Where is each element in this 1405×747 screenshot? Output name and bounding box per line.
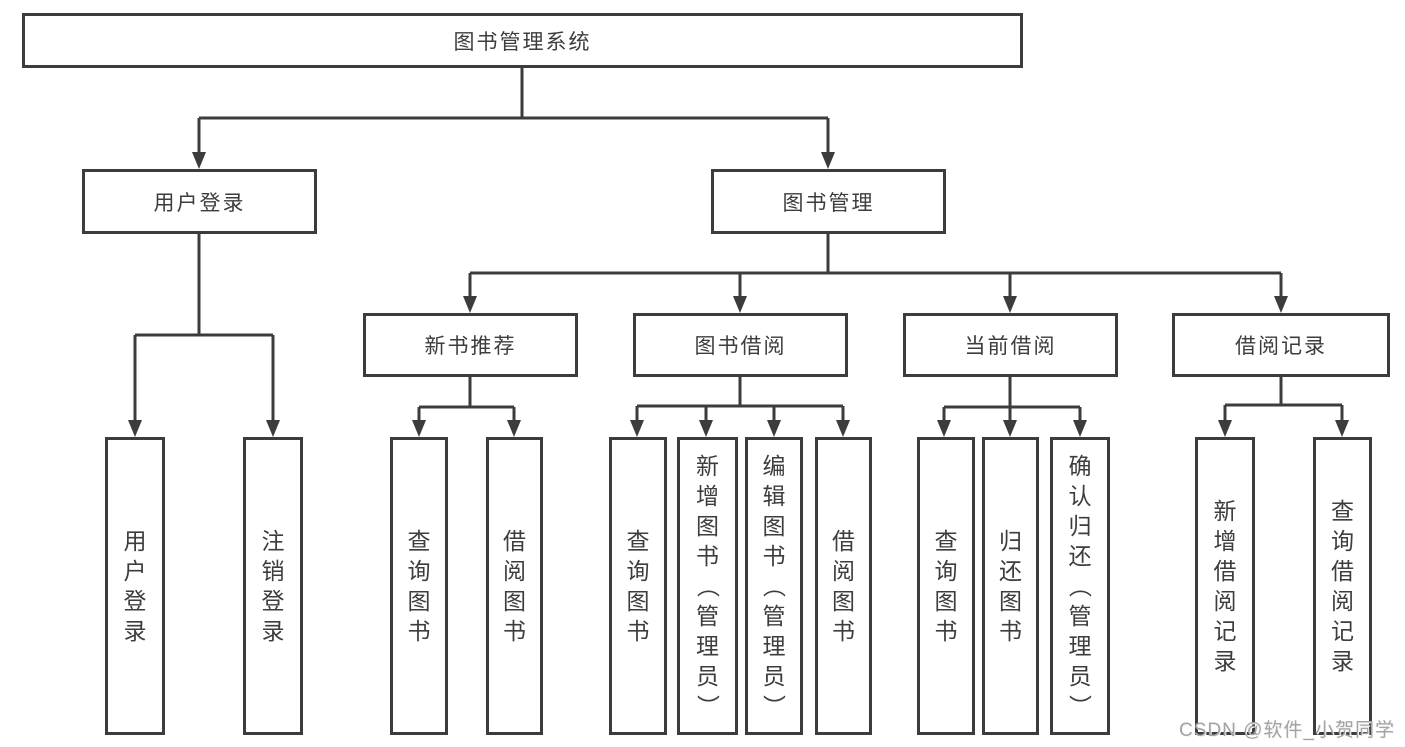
leaf-confirm-return-admin-label: 确认归还（管理员） [1067, 453, 1093, 718]
leaf-borrowing-query-books: 查询图书 [609, 437, 667, 735]
leaf-edit-books-admin-label: 编辑图书（管理员） [761, 453, 787, 718]
node-book-management-label: 图书管理 [782, 191, 875, 215]
node-book-management: 图书管理 [711, 169, 946, 234]
leaf-current-query-books-label: 查询图书 [934, 528, 958, 644]
node-new-book-recommend: 新书推荐 [363, 313, 578, 377]
leaf-add-borrow-record-label: 新增借阅记录 [1213, 498, 1237, 674]
leaf-current-query-books: 查询图书 [917, 437, 975, 735]
leaf-add-books-admin-label: 新增图书（管理员） [694, 453, 721, 718]
node-new-book-recommend-label: 新书推荐 [424, 335, 517, 358]
leaf-recommend-query-books: 查询图书 [390, 437, 448, 735]
leaf-borrowing-query-books-label: 查询图书 [626, 528, 650, 644]
node-user-login: 用户登录 [82, 169, 317, 234]
leaf-return-books: 归还图书 [982, 437, 1039, 735]
leaf-add-borrow-record: 新增借阅记录 [1195, 437, 1255, 735]
leaf-edit-books-admin: 编辑图书（管理员） [745, 437, 803, 735]
node-current-borrowing-label: 当前借阅 [964, 335, 1057, 358]
leaf-user-login: 用户登录 [105, 437, 165, 735]
node-book-borrowing-label: 图书借阅 [694, 335, 787, 358]
leaf-logout-label: 注销登录 [261, 528, 285, 644]
leaf-query-borrow-record: 查询借阅记录 [1313, 437, 1372, 735]
leaf-recommend-borrow-books: 借阅图书 [486, 437, 543, 735]
leaf-query-borrow-record-label: 查询借阅记录 [1331, 498, 1354, 674]
leaf-borrow-books-label: 借阅图书 [832, 528, 855, 644]
leaf-return-books-label: 归还图书 [999, 528, 1022, 644]
node-root: 图书管理系统 [22, 13, 1023, 68]
node-current-borrowing: 当前借阅 [903, 313, 1118, 377]
leaf-add-books-admin: 新增图书（管理员） [677, 437, 738, 735]
leaf-user-login-label: 用户登录 [123, 528, 147, 644]
leaf-borrow-books: 借阅图书 [815, 437, 872, 735]
node-book-borrowing: 图书借阅 [633, 313, 848, 377]
node-user-login-label: 用户登录 [153, 191, 246, 215]
node-borrowing-records-label: 借阅记录 [1235, 335, 1327, 358]
leaf-recommend-borrow-books-label: 借阅图书 [503, 528, 526, 644]
watermark: CSDN @软件_小贺同学 [1179, 720, 1395, 741]
node-borrowing-records: 借阅记录 [1172, 313, 1390, 377]
leaf-logout: 注销登录 [243, 437, 303, 735]
node-root-label: 图书管理系统 [453, 30, 592, 54]
arrowheads [128, 152, 1349, 437]
leaf-confirm-return-admin: 确认归还（管理员） [1050, 437, 1110, 735]
leaf-recommend-query-books-label: 查询图书 [407, 528, 431, 644]
